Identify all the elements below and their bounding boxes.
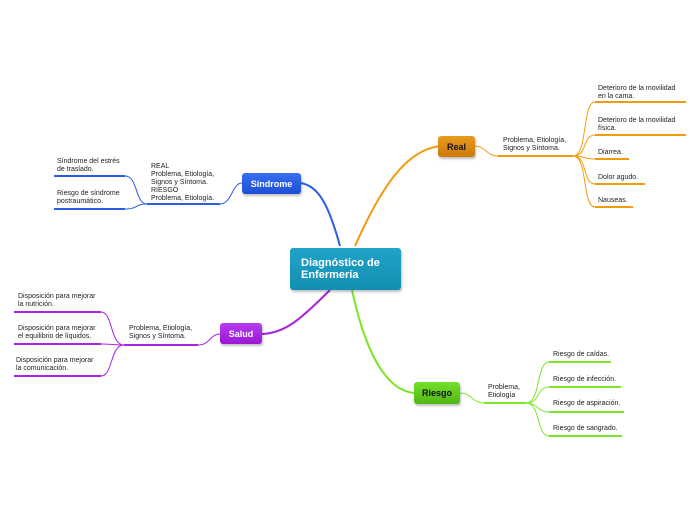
- leaf-riesgo-0[interactable]: Riesgo de caídas.: [553, 351, 610, 358]
- central-topic[interactable]: Diagnóstico de Enfermería: [290, 248, 401, 290]
- subtopic-sindrome[interactable]: REAL Problema, Etiología, Signos y Sínto…: [151, 163, 215, 202]
- leaf-real-3[interactable]: Dolor agudo.: [598, 174, 639, 181]
- subtopic-real[interactable]: Problema, Etiología, Signos y Síntoma.: [503, 137, 567, 152]
- topic-riesgo[interactable]: Riesgo: [414, 382, 460, 404]
- connector-riesgo-leaf-0: [525, 361, 550, 404]
- connector-real-sub: [473, 145, 499, 157]
- leaf-riesgo-2[interactable]: Riesgo de aspiración.: [553, 400, 621, 407]
- leaf-salud-1[interactable]: Disposición para mejorar el equilibrio d…: [18, 325, 96, 340]
- subtopic-riesgo[interactable]: Problema, Etiología: [488, 384, 520, 399]
- connector-salud-leaf-0: [100, 311, 125, 346]
- leaf-real-2[interactable]: Diarrea.: [598, 149, 623, 156]
- connector-riesgo-leaf-1: [525, 386, 550, 404]
- leaf-riesgo-1[interactable]: Riesgo de infección.: [553, 376, 617, 383]
- leaf-riesgo-3[interactable]: Riesgo de sangrado.: [553, 425, 618, 432]
- connector-real-leaf-4: [572, 155, 596, 208]
- leaf-sindrome-0[interactable]: Síndrome del estrés de traslado.: [57, 158, 120, 173]
- connector-central-real: [354, 145, 441, 247]
- connector-central-riesgo: [351, 289, 415, 394]
- subtopic-salud[interactable]: Problema, Etiología, Signos y Síntoma.: [129, 325, 193, 340]
- leaf-salud-0[interactable]: Disposición para mejorar la nutrición.: [18, 293, 96, 308]
- connector-real-leaf-0: [572, 101, 596, 157]
- leaf-real-1[interactable]: Deterioro de la movilidad física.: [598, 117, 676, 132]
- leaf-sindrome-1[interactable]: Riesgo de síndrome postraumático.: [57, 190, 120, 205]
- topic-salud[interactable]: Salud: [220, 323, 262, 344]
- connector-sindrome-leaf-1: [124, 203, 148, 210]
- connector-salud-leaf-2: [100, 344, 125, 377]
- leaf-real-4[interactable]: Nauseas.: [598, 197, 628, 204]
- connector-sindrome-leaf-0: [124, 175, 148, 205]
- connector-salud-sub: [197, 333, 221, 346]
- connector-riesgo-leaf-3: [525, 402, 550, 437]
- connector-central-sindrome: [299, 182, 341, 247]
- connector-riesgo-sub: [459, 392, 485, 404]
- connector-real-leaf-1: [572, 134, 596, 157]
- leaf-salud-2[interactable]: Disposición para mejorar la comunicación…: [16, 357, 94, 372]
- leaf-real-0[interactable]: Deterioro de la movilidad en la cama.: [598, 85, 676, 100]
- connector-central-salud: [261, 289, 331, 335]
- connector-riesgo-leaf-2: [525, 402, 550, 413]
- connector-sindrome-sub: [219, 182, 243, 205]
- topic-real[interactable]: Real: [438, 136, 475, 157]
- topic-sindrome[interactable]: Síndrome: [242, 173, 301, 194]
